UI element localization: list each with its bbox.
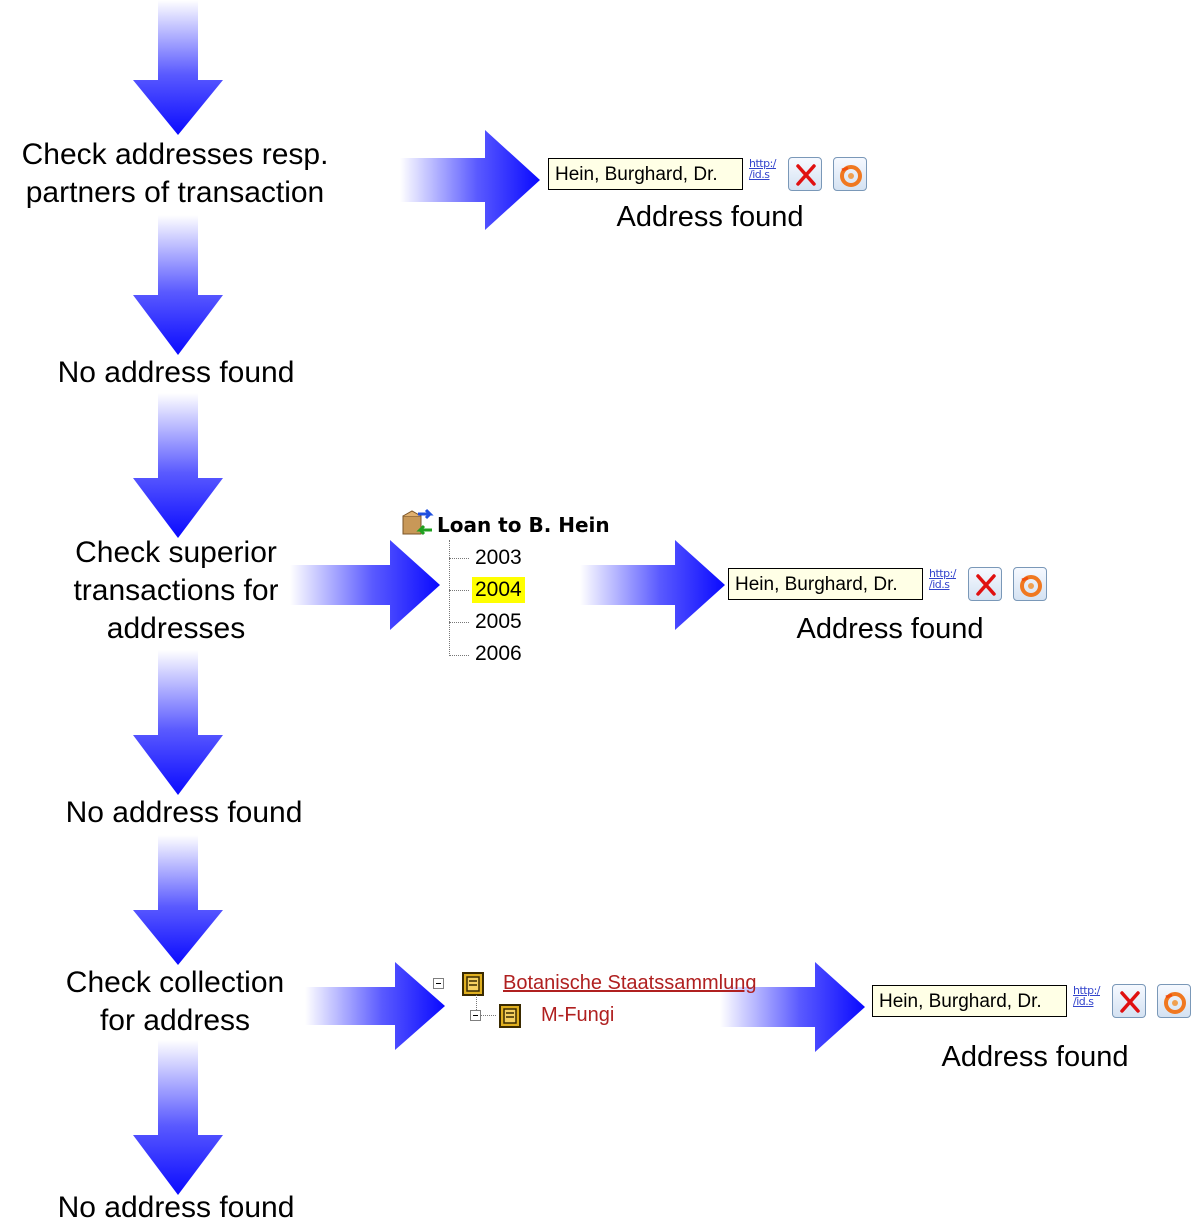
url-link-line1: http:/ <box>929 567 957 580</box>
url-link-line1: http:/ <box>749 157 777 170</box>
url-link-line2: /id.s <box>749 168 770 181</box>
collection-parent-label: Botanische Staatssammlung <box>503 972 757 994</box>
address-found-label-2: Address found <box>796 613 984 645</box>
step-check-superior-line2: transactions for <box>73 574 279 607</box>
right-arrow-collection <box>305 962 445 1050</box>
address-name-field[interactable]: Hein, Burghard, Dr. <box>548 158 743 190</box>
url-link[interactable]: http:/ /id.s <box>1073 984 1101 1008</box>
collection-child-label: M-Fungi <box>541 1004 615 1026</box>
right-arrow-superior <box>290 540 440 630</box>
collection-cabinet-icon <box>462 972 484 996</box>
lookup-button[interactable] <box>833 157 867 191</box>
down-arrow-6 <box>133 1040 223 1195</box>
address-name-field[interactable]: Hein, Burghard, Dr. <box>728 568 923 600</box>
collection-child-item[interactable]: M-Fungi <box>541 1002 614 1028</box>
red-x-icon <box>796 164 816 186</box>
step-no-address-3: No address found <box>57 1191 295 1224</box>
down-arrow-2 <box>133 215 223 355</box>
loan-tree-connector <box>449 540 450 656</box>
collapse-toggle[interactable] <box>470 1010 481 1021</box>
loan-tree-branch <box>449 590 469 591</box>
loan-year-item[interactable]: 2006 <box>475 642 522 665</box>
url-link[interactable]: http:/ /id.s <box>929 567 957 591</box>
collection-parent-link[interactable]: Botanische Staatssammlung <box>503 970 756 996</box>
url-link-line1: http:/ <box>1073 984 1101 997</box>
step-check-superior: Check superior transactions for addresse… <box>0 534 352 648</box>
lookup-button[interactable] <box>1013 567 1047 601</box>
url-link-line2: /id.s <box>929 578 950 591</box>
step-check-partners-line2: partners of transaction <box>25 176 325 209</box>
loan-tree-branch <box>449 655 469 656</box>
collection-tree-branch <box>481 1015 496 1016</box>
loan-tree-root[interactable]: Loan to B. Hein <box>437 513 610 537</box>
address-widget-3: Hein, Burghard, Dr. http:/ /id.s <box>872 983 1198 1019</box>
address-name-field[interactable]: Hein, Burghard, Dr. <box>872 985 1067 1017</box>
down-arrow-3 <box>133 393 223 538</box>
url-link-line2: /id.s <box>1073 995 1094 1008</box>
step-no-address-1: No address found <box>57 356 295 389</box>
orange-swirl-icon <box>1020 575 1042 597</box>
loan-year-item[interactable]: 2003 <box>475 546 522 569</box>
collection-cabinet-icon <box>499 1004 521 1028</box>
step-check-partners-line1: Check addresses resp. <box>21 138 329 171</box>
lookup-button[interactable] <box>1157 984 1191 1018</box>
loan-tree-branch <box>449 558 469 559</box>
orange-swirl-icon <box>840 165 862 187</box>
step-check-superior-line3: addresses <box>106 612 246 645</box>
delete-button[interactable] <box>968 567 1002 601</box>
red-x-icon <box>1120 991 1140 1013</box>
right-arrow-collection-found <box>720 962 865 1052</box>
delete-button[interactable] <box>788 157 822 191</box>
down-arrow-4 <box>133 650 223 795</box>
step-check-collection-line2: for address <box>99 1004 251 1037</box>
address-found-label-1: Address found <box>616 201 804 233</box>
step-check-collection: Check collection for address <box>0 964 350 1040</box>
loan-transaction-icon <box>402 508 434 536</box>
right-arrow-partners <box>400 130 540 230</box>
loan-year-item[interactable]: 2005 <box>475 610 522 633</box>
down-arrow-1 <box>133 0 223 135</box>
loan-year-item-selected[interactable]: 2004 <box>472 577 525 603</box>
collection-tree-connector <box>476 995 477 1012</box>
red-x-icon <box>976 574 996 596</box>
right-arrow-year <box>580 540 725 630</box>
down-arrow-5 <box>133 835 223 965</box>
url-link[interactable]: http:/ /id.s <box>749 157 777 181</box>
step-check-collection-line1: Check collection <box>65 966 285 999</box>
step-check-partners: Check addresses resp. partners of transa… <box>0 136 350 212</box>
loan-tree-branch <box>449 622 469 623</box>
delete-button[interactable] <box>1112 984 1146 1018</box>
orange-swirl-icon <box>1164 992 1186 1014</box>
address-widget-2: Hein, Burghard, Dr. http:/ /id.s <box>728 566 1058 602</box>
collapse-toggle[interactable] <box>433 978 444 989</box>
address-widget-1: Hein, Burghard, Dr. http:/ /id.s <box>548 156 878 192</box>
step-no-address-2: No address found <box>65 796 303 829</box>
step-check-superior-line1: Check superior <box>75 536 277 569</box>
address-found-label-3: Address found <box>941 1041 1129 1073</box>
